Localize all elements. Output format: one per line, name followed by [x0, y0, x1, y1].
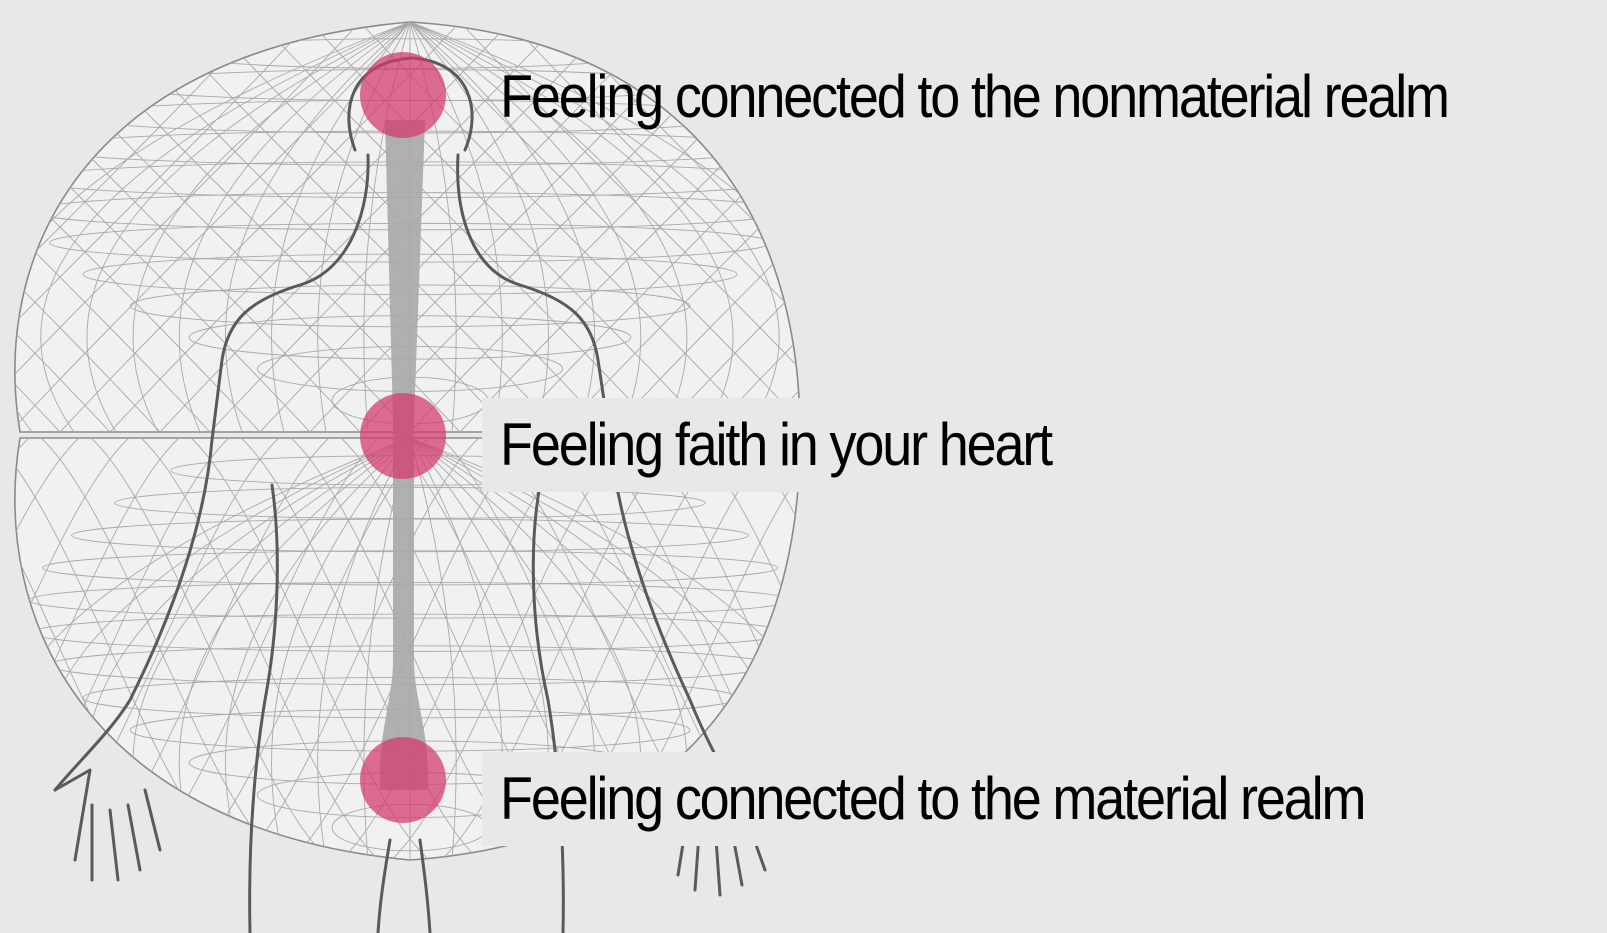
chakra-dot-root	[360, 737, 446, 823]
chakra-dot-heart	[360, 393, 446, 479]
chakra-dot-crown	[360, 52, 446, 138]
label-root: Feeling connected to the material realm	[482, 752, 1382, 846]
label-crown: Feeling connected to the nonmaterial rea…	[482, 50, 1466, 144]
label-heart: Feeling faith in your heart	[482, 398, 1069, 492]
